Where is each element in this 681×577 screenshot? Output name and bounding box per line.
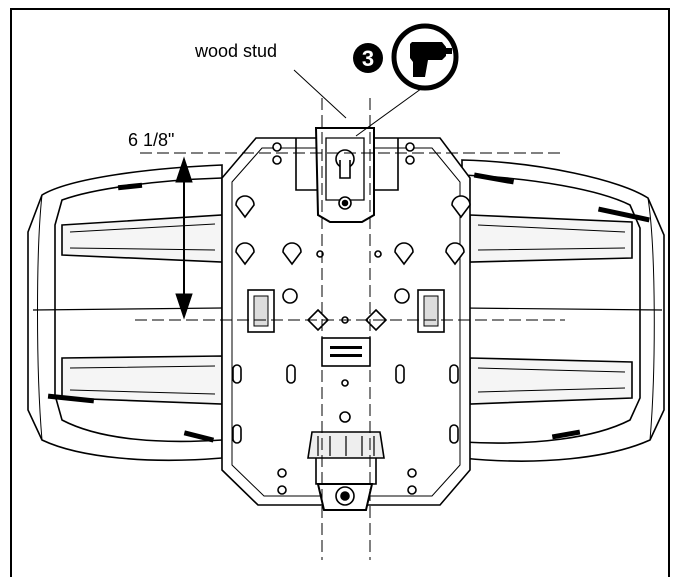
dimension-arrow [175, 156, 193, 320]
right-mid-grip [597, 206, 650, 223]
right-top-grip [473, 172, 515, 185]
stud-label: wood stud [194, 41, 277, 61]
drill-leader-line [355, 85, 426, 137]
left-housing [27, 164, 223, 462]
right-housing [461, 159, 665, 462]
diagram-frame [10, 8, 670, 577]
right-bottom-grip [551, 429, 581, 440]
step-badge: 3 [353, 43, 383, 73]
step-number: 3 [362, 46, 374, 71]
left-bottom-grip [47, 393, 95, 404]
mounting-plate [221, 127, 471, 511]
reference-lines [135, 98, 565, 560]
left-bottom-grip-2 [183, 430, 215, 443]
dimension-label: 6 1/8" [128, 130, 174, 150]
drill-icon [391, 23, 459, 91]
stud-leader-line [293, 69, 347, 119]
left-top-grip [117, 182, 143, 191]
